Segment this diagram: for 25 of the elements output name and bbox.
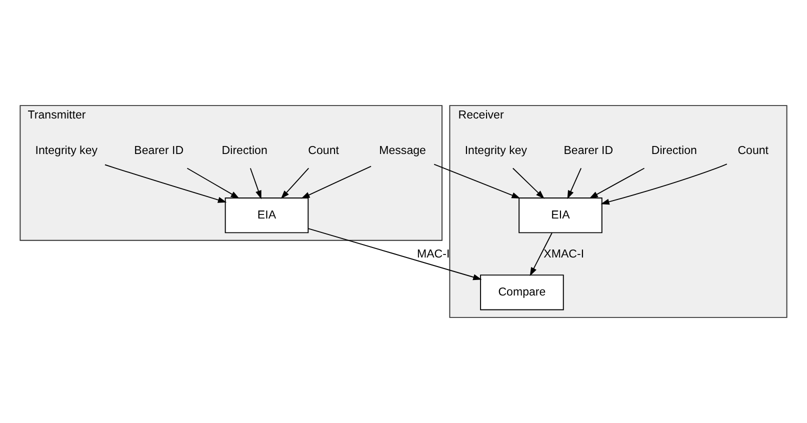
arrow <box>512 168 544 199</box>
edge-label: XMAC-I <box>544 248 584 260</box>
node-text: Integrity key <box>464 144 528 157</box>
arrow <box>589 168 645 199</box>
arrow <box>280 168 310 199</box>
node-box: EIA <box>224 198 309 234</box>
arrow <box>104 164 227 203</box>
node-text: Direction <box>222 144 268 157</box>
edge-label: MAC-I <box>416 248 450 260</box>
arrow <box>567 168 582 200</box>
arrow <box>250 168 262 200</box>
node-box: Compare <box>480 274 564 310</box>
node-text: Bearer ID <box>134 144 184 157</box>
node-text: Integrity key <box>35 144 98 157</box>
node-text: Message <box>379 144 426 157</box>
arrow <box>308 228 482 280</box>
arrow <box>600 164 728 205</box>
arrow <box>186 168 240 199</box>
node-box: EIA <box>518 198 602 234</box>
node-text: Count <box>738 144 769 157</box>
arrow <box>301 166 372 199</box>
node-text: Direction <box>651 144 697 157</box>
node-text: Count <box>308 144 339 157</box>
node-text: Bearer ID <box>564 144 614 157</box>
arrow <box>530 232 552 276</box>
